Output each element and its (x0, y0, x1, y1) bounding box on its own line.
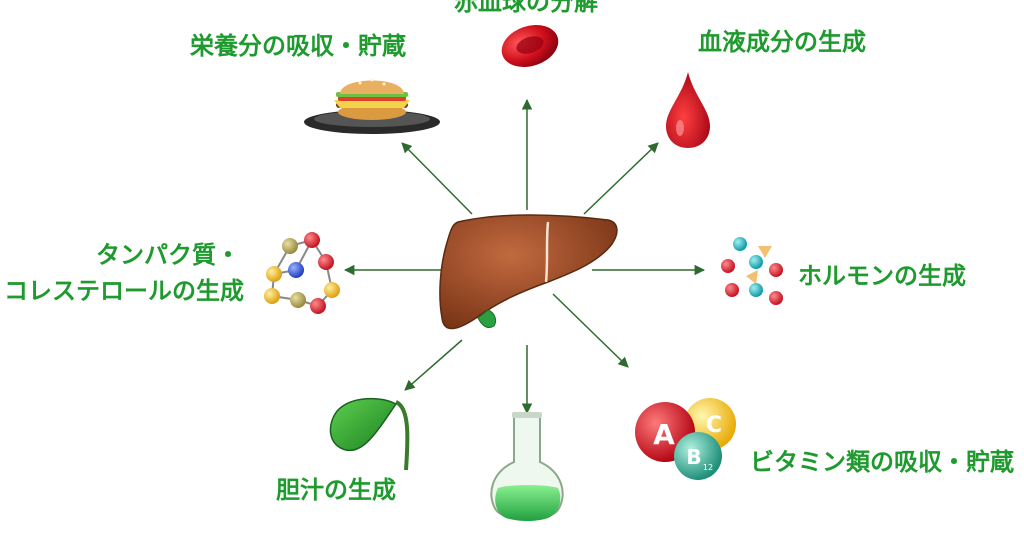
vitamin-b-letter: B (686, 445, 701, 469)
vitamin-b-subscript: 12 (703, 463, 713, 472)
vitamin-c-letter: C (706, 413, 722, 438)
arrow-bottom-right (552, 293, 629, 368)
flask-icon (490, 412, 564, 521)
vitamin-balls-icon: A C B 12 (635, 398, 736, 480)
liver-icon (439, 214, 618, 330)
hamburger-icon (304, 78, 440, 134)
arrow-top-right (583, 142, 659, 215)
vitamin-a-letter: A (653, 418, 675, 451)
label-top-left: 栄養分の吸収・貯蔵 (190, 32, 406, 60)
label-right: ホルモンの生成 (798, 262, 966, 290)
molecule-chain-icon (264, 232, 340, 314)
red-blood-cell-icon (501, 24, 559, 68)
label-top: 赤血球の分解 (454, 0, 598, 16)
label-left-line1: タンパク質・ (96, 241, 240, 269)
arrow-bottom-left (404, 339, 463, 391)
label-left-line2: コレステロールの生成 (4, 277, 244, 305)
gallbladder-icon (329, 397, 410, 471)
arrows (343, 98, 706, 415)
blood-drop-icon (666, 72, 710, 148)
arrow-top-left (401, 142, 473, 215)
label-top-right: 血液成分の生成 (698, 28, 866, 56)
label-bottom-right: ビタミン類の吸収・貯蔵 (750, 448, 1014, 476)
hormone-molecules-icon (721, 237, 783, 305)
label-bottom-left: 胆汁の生成 (276, 476, 396, 504)
